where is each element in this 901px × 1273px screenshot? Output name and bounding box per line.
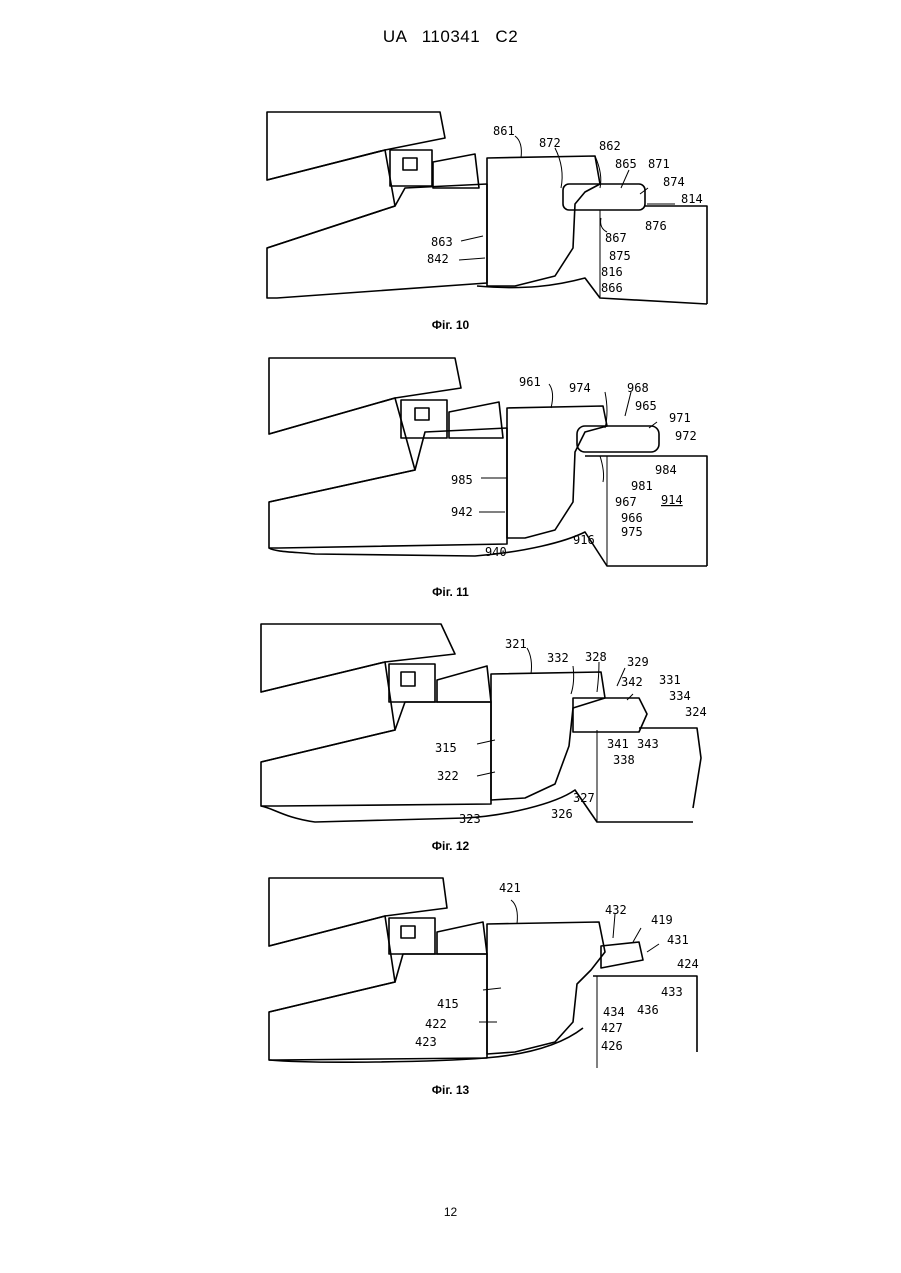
figure-12: 321 332 328 329 331 342 334 324 343 341 … — [255, 618, 715, 828]
label-867: 867 — [605, 231, 627, 245]
label-871: 871 — [648, 157, 670, 171]
label-914: 914 — [661, 493, 683, 507]
label-315: 315 — [435, 741, 457, 755]
label-329: 329 — [627, 655, 649, 669]
label-971: 971 — [669, 411, 691, 425]
label-972: 972 — [675, 429, 697, 443]
label-343: 343 — [637, 737, 659, 751]
document-header: UA 110341 C2 — [0, 27, 901, 47]
figure-12-caption: Фіг. 12 — [0, 839, 901, 853]
label-865: 865 — [615, 157, 637, 171]
label-415: 415 — [437, 997, 459, 1011]
label-436: 436 — [637, 1003, 659, 1017]
label-341: 341 — [607, 737, 629, 751]
label-940: 940 — [485, 545, 507, 559]
label-984: 984 — [655, 463, 677, 477]
figure-13-caption: Фіг. 13 — [0, 1083, 901, 1097]
label-875: 875 — [609, 249, 631, 263]
label-432: 432 — [605, 903, 627, 917]
label-419: 419 — [651, 913, 673, 927]
label-434: 434 — [603, 1005, 625, 1019]
label-968: 968 — [627, 381, 649, 395]
label-974: 974 — [569, 381, 591, 395]
figure-11-drawing: 961 974 968 965 971 972 984 981 914 967 … — [255, 352, 715, 574]
label-431: 431 — [667, 933, 689, 947]
label-327: 327 — [573, 791, 595, 805]
label-326: 326 — [551, 807, 573, 821]
label-426: 426 — [601, 1039, 623, 1053]
label-342: 342 — [621, 675, 643, 689]
label-967: 967 — [615, 495, 637, 509]
label-965: 965 — [635, 399, 657, 413]
figure-10-drawing: 861 872 862 865 871 874 814 876 867 875 … — [255, 108, 715, 308]
figure-13-drawing: 421 432 419 431 424 433 436 434 427 426 … — [255, 872, 715, 1072]
label-424: 424 — [677, 957, 699, 971]
figure-10-caption: Фіг. 10 — [0, 318, 901, 332]
label-981: 981 — [631, 479, 653, 493]
label-966: 966 — [621, 511, 643, 525]
label-334: 334 — [669, 689, 691, 703]
label-961: 961 — [519, 375, 541, 389]
label-323: 323 — [459, 812, 481, 826]
figure-11: 961 974 968 965 971 972 984 981 914 967 … — [255, 352, 715, 574]
label-331: 331 — [659, 673, 681, 687]
label-872: 872 — [539, 136, 561, 150]
label-816: 816 — [601, 265, 623, 279]
label-324: 324 — [685, 705, 707, 719]
label-866: 866 — [601, 281, 623, 295]
label-321: 321 — [505, 637, 527, 651]
label-814: 814 — [681, 192, 703, 206]
label-942: 942 — [451, 505, 473, 519]
label-328: 328 — [585, 650, 607, 664]
label-916: 916 — [573, 533, 595, 547]
label-863: 863 — [431, 235, 453, 249]
label-433: 433 — [661, 985, 683, 999]
label-985: 985 — [451, 473, 473, 487]
label-322: 322 — [437, 769, 459, 783]
label-421: 421 — [499, 881, 521, 895]
label-862: 862 — [599, 139, 621, 153]
figure-12-drawing: 321 332 328 329 331 342 334 324 343 341 … — [255, 618, 715, 828]
label-874: 874 — [663, 175, 685, 189]
label-422: 422 — [425, 1017, 447, 1031]
page-number: 12 — [0, 1205, 901, 1219]
label-338: 338 — [613, 753, 635, 767]
label-842: 842 — [427, 252, 449, 266]
label-876: 876 — [645, 219, 667, 233]
label-427: 427 — [601, 1021, 623, 1035]
label-861: 861 — [493, 124, 515, 138]
label-423: 423 — [415, 1035, 437, 1049]
figure-11-caption: Фіг. 11 — [0, 585, 901, 599]
figure-10: 861 872 862 865 871 874 814 876 867 875 … — [255, 108, 715, 308]
figure-13: 421 432 419 431 424 433 436 434 427 426 … — [255, 872, 715, 1072]
label-332: 332 — [547, 651, 569, 665]
label-975: 975 — [621, 525, 643, 539]
